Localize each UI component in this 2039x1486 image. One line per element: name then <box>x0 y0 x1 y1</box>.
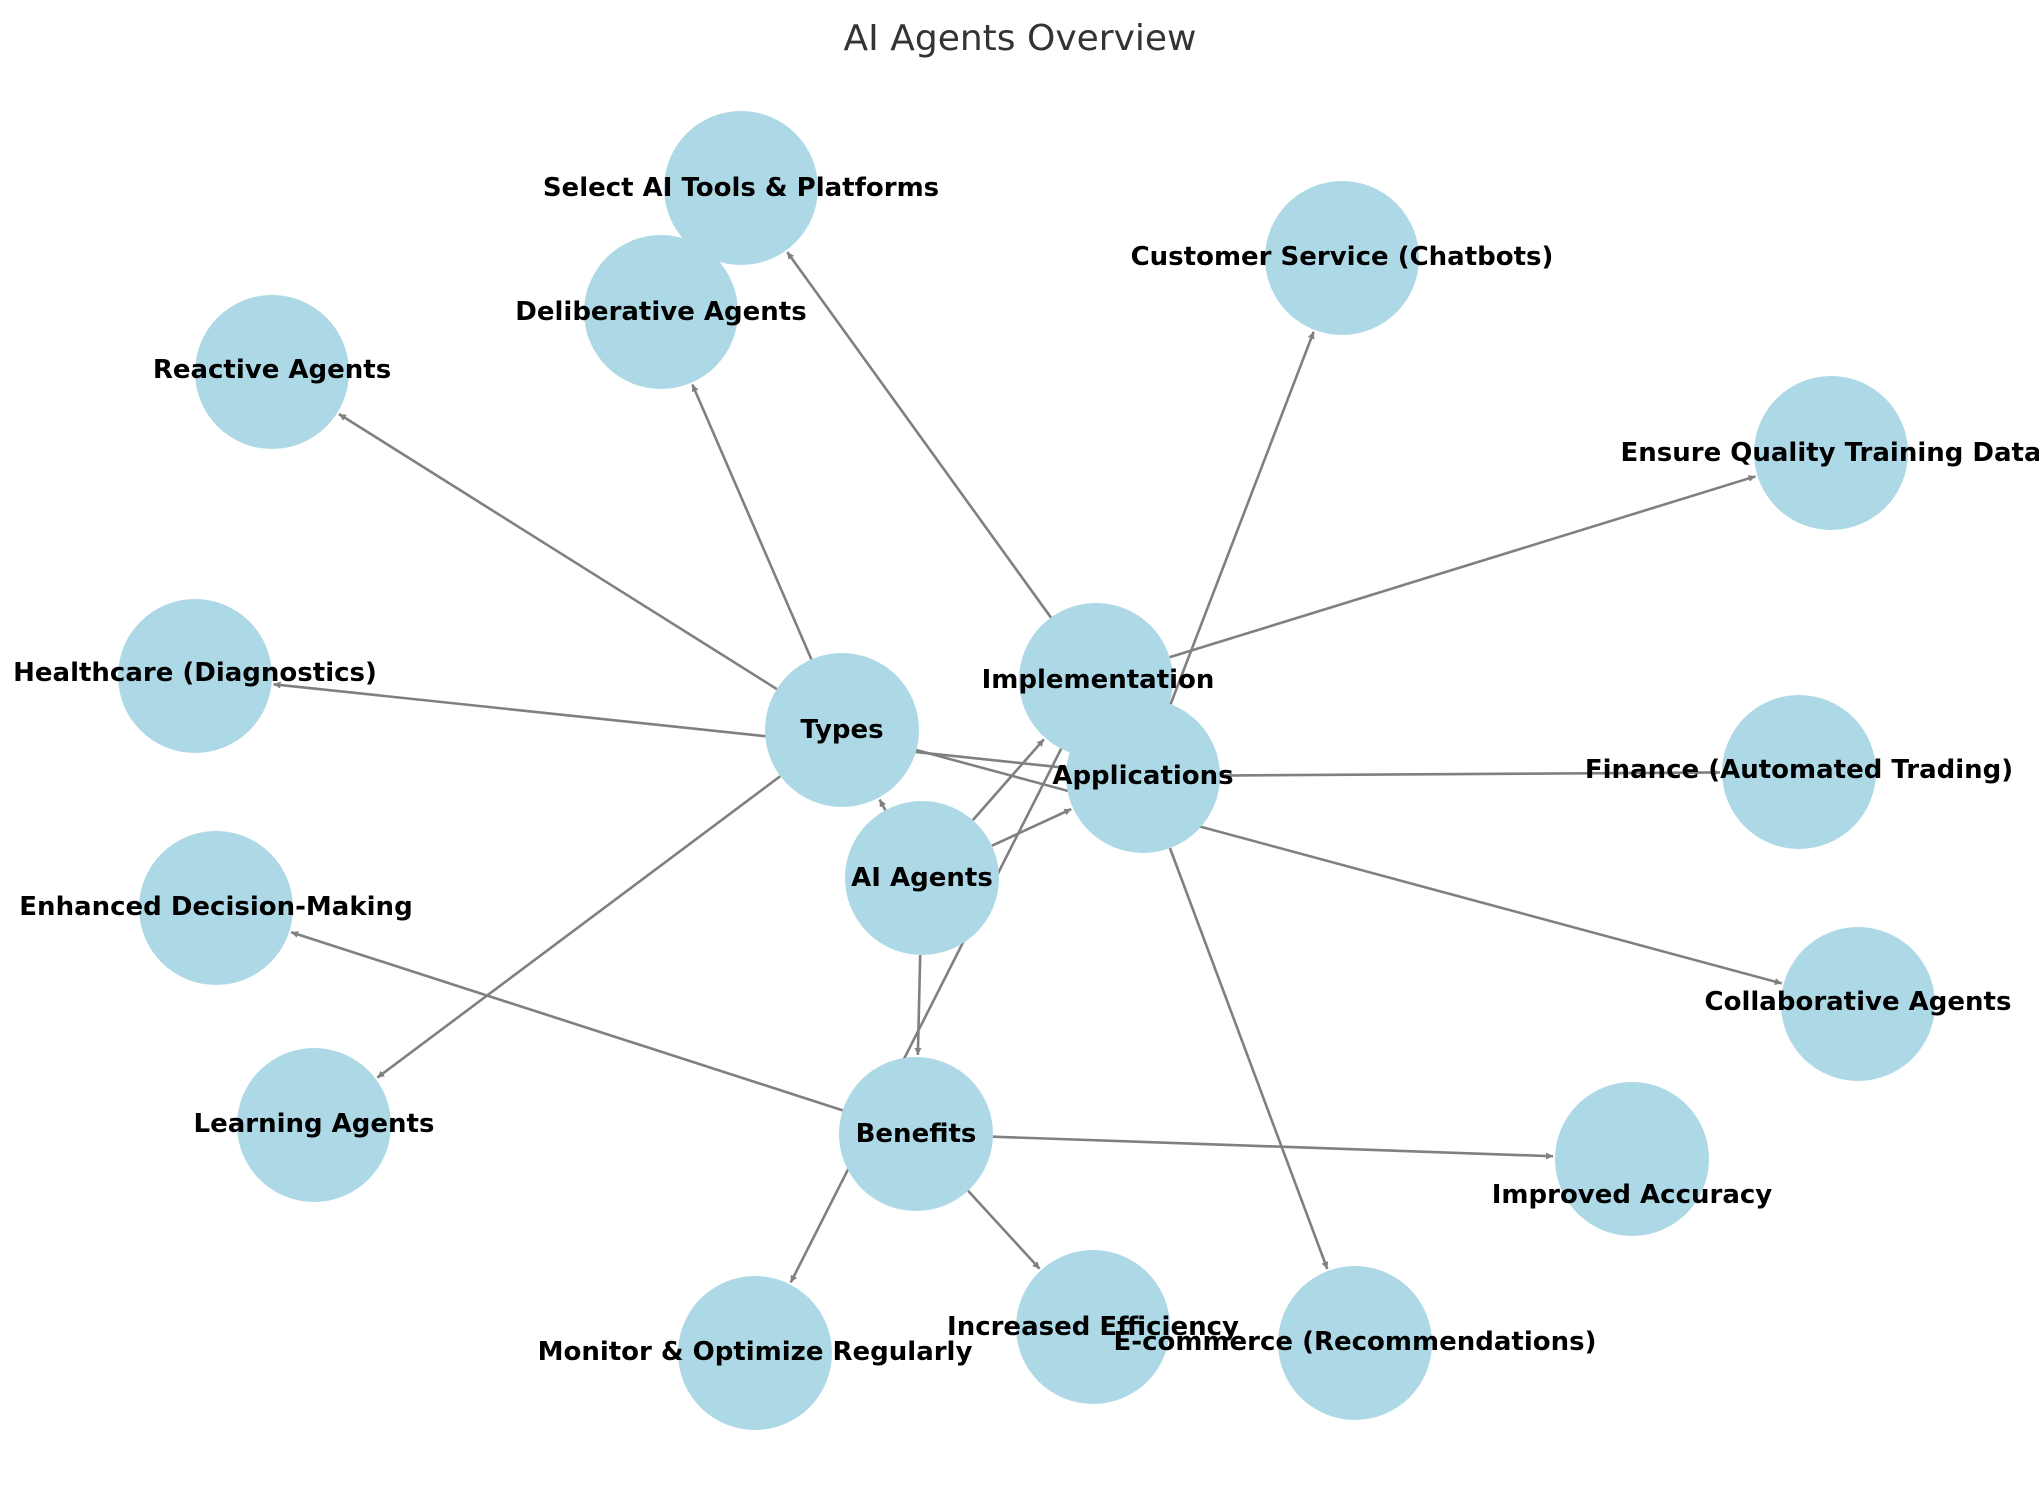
node-label-monitor: Monitor & Optimize Regularly <box>538 1337 973 1367</box>
node-types <box>765 653 919 807</box>
edge-applications-to-healthcare <box>273 681 1067 770</box>
node-label-decision: Enhanced Decision-Making <box>19 892 412 922</box>
node-ecommerce <box>1278 1266 1432 1420</box>
node-monitor <box>678 1276 832 1430</box>
diagram-title: AI Agents Overview <box>844 18 1197 59</box>
node-reactive <box>195 295 349 449</box>
node-label-implementation: Implementation <box>982 665 1215 695</box>
node-label-applications: Applications <box>1052 761 1233 791</box>
edge-ai-agents-to-benefits <box>914 954 922 1056</box>
node-benefits <box>839 1057 993 1211</box>
edge-types-to-deliberative <box>691 383 813 660</box>
edge-implementation-to-tools <box>786 251 1052 619</box>
node-decision <box>139 831 293 985</box>
node-label-learning: Learning Agents <box>194 1109 435 1139</box>
node-label-collaborative: Collaborative Agents <box>1705 987 2012 1017</box>
edge-applications-to-ecommerce <box>1168 847 1329 1270</box>
node-implementation <box>1019 603 1173 757</box>
node-label-training-data: Ensure Quality Training Data <box>1620 438 2039 468</box>
node-deliberative <box>584 235 738 389</box>
edge-benefits-to-accuracy <box>992 1135 1554 1160</box>
node-label-benefits: Benefits <box>856 1119 977 1149</box>
node-accuracy <box>1555 1082 1709 1236</box>
node-label-customer-service: Customer Service (Chatbots) <box>1131 242 1554 272</box>
node-tools <box>664 111 818 265</box>
node-label-tools: Select AI Tools & Platforms <box>543 173 939 203</box>
nodes-layer <box>118 111 1935 1430</box>
node-label-accuracy: Improved Accuracy <box>1492 1180 1773 1210</box>
edges-layer <box>273 251 1783 1284</box>
node-label-healthcare: Healthcare (Diagnostics) <box>13 658 377 688</box>
node-label-efficiency: Increased Efficiency <box>947 1312 1239 1342</box>
node-label-reactive: Reactive Agents <box>153 355 391 385</box>
edge-implementation-to-monitor <box>789 748 1063 1284</box>
node-collaborative <box>1781 927 1935 1081</box>
node-efficiency <box>1016 1250 1170 1404</box>
node-label-finance: Finance (Automated Trading) <box>1585 755 2013 785</box>
node-training-data <box>1754 376 1908 530</box>
edge-applications-to-finance <box>1219 769 1721 777</box>
edge-benefits-to-decision <box>290 931 844 1112</box>
node-ai-agents <box>845 801 999 955</box>
node-label-types: Types <box>800 715 883 745</box>
edge-applications-to-customer-service <box>1169 331 1315 705</box>
node-customer-service <box>1265 181 1419 335</box>
edge-types-to-collaborative <box>916 748 1783 985</box>
node-healthcare <box>118 599 272 753</box>
edge-ai-agents-to-implementation <box>971 738 1045 822</box>
node-label-ai-agents: AI Agents <box>851 863 993 893</box>
node-label-deliberative: Deliberative Agents <box>515 297 806 327</box>
edge-types-to-learning <box>376 775 782 1079</box>
edge-implementation-to-training-data <box>1169 475 1756 659</box>
edge-types-to-reactive <box>338 412 778 691</box>
node-finance <box>1722 695 1876 849</box>
node-learning <box>237 1048 391 1202</box>
node-label-ecommerce: E-commerce (Recommendations) <box>1114 1327 1597 1357</box>
edge-ai-agents-to-types <box>878 798 887 811</box>
edge-benefits-to-efficiency <box>967 1189 1041 1270</box>
edge-ai-agents-to-applications <box>991 807 1072 847</box>
